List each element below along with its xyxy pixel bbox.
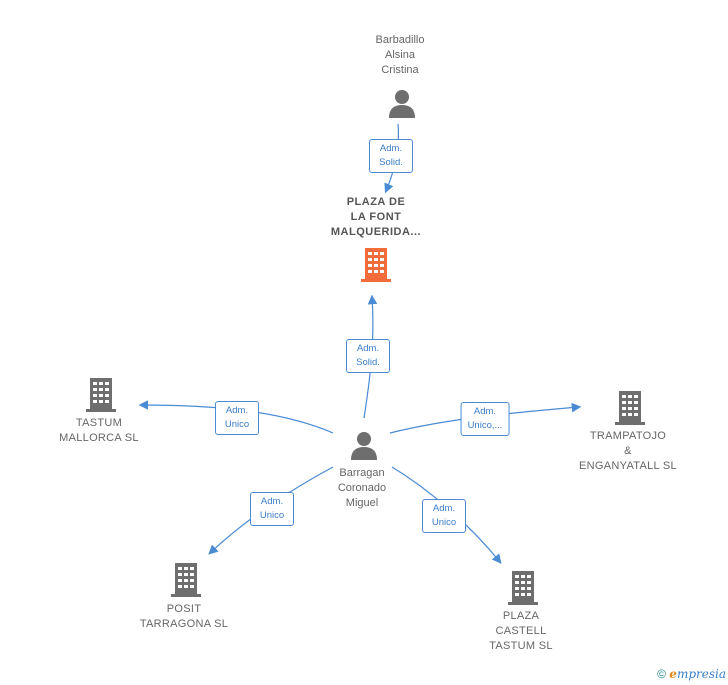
brand-name: mpresia: [676, 667, 726, 681]
company-label-trampatojo[interactable]: TRAMPATOJO & ENGANYATALL SL: [579, 430, 677, 472]
role-badge-barbadillo-plaza[interactable]: Adm. Solid.: [369, 139, 413, 173]
company-label-tastum-mallorca[interactable]: TASTUM MALLORCA SL: [59, 417, 139, 444]
person-icon[interactable]: [349, 430, 379, 460]
building-icon[interactable]: [170, 562, 202, 598]
company-label-posit[interactable]: POSIT TARRAGONA SL: [139, 603, 229, 630]
brand-initial: e: [669, 667, 677, 681]
copyright-symbol: ©: [657, 667, 666, 681]
role-badge-barragan-tastum[interactable]: Adm. Unico: [215, 401, 259, 435]
person-label-barbadillo[interactable]: Barbadillo Alsina Cristina: [375, 34, 425, 76]
role-badge-barragan-posit[interactable]: Adm. Unico: [250, 492, 294, 526]
person-label-barragan[interactable]: Barragan Coronado Miguel: [337, 467, 387, 509]
role-badge-barragan-plaza[interactable]: Adm. Solid.: [346, 339, 390, 373]
building-icon[interactable]: [85, 377, 117, 413]
building-icon[interactable]: [360, 247, 392, 283]
role-badge-barragan-castell[interactable]: Adm. Unico: [422, 499, 466, 533]
role-badge-barragan-trampatojo[interactable]: Adm. Unico,...: [460, 402, 510, 436]
company-label-plaza-font[interactable]: PLAZA DE LA FONT MALQUERIDA...: [330, 196, 422, 238]
person-icon[interactable]: [387, 88, 417, 118]
copyright-watermark: © empresia: [657, 667, 726, 681]
company-label-plaza-castell[interactable]: PLAZA CASTELL TASTUM SL: [489, 610, 553, 652]
building-icon[interactable]: [507, 570, 539, 606]
building-icon[interactable]: [614, 390, 646, 426]
